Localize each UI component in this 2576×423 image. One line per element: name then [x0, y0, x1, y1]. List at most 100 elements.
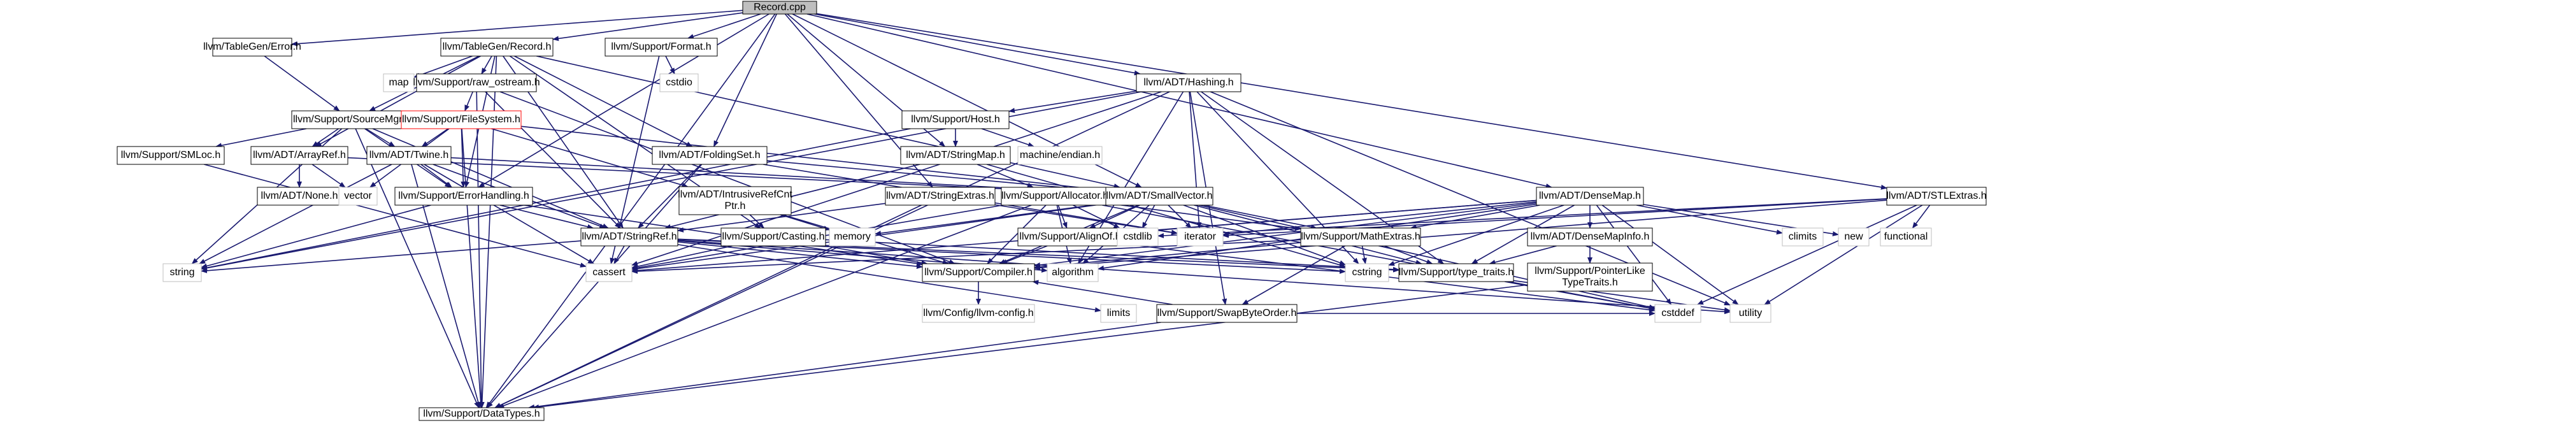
node-label: llvm/Config/llvm-config.h — [923, 308, 1033, 319]
node-iterator[interactable]: iterator — [1177, 227, 1224, 247]
include-edge — [536, 55, 1120, 189]
node-layer: Record.cpp llvm/TableGen/Error.h llvm/Ta… — [117, 1, 1987, 421]
node-label: cstring — [1352, 267, 1382, 278]
node-label: string — [169, 267, 194, 278]
node-stl-extras[interactable]: llvm/ADT/STLExtras.h — [1886, 187, 1987, 206]
node-swap-byte-order[interactable]: llvm/Support/SwapByteOrder.h — [1156, 304, 1298, 323]
include-edge — [552, 12, 743, 41]
node-climits[interactable]: climits — [1782, 227, 1824, 247]
include-edge — [201, 240, 582, 273]
node-casting[interactable]: llvm/Support/Casting.h — [720, 227, 826, 247]
node-cstdio[interactable]: cstdio — [659, 73, 699, 92]
include-edge — [1764, 204, 1923, 305]
node-compiler[interactable]: llvm/Support/Compiler.h — [922, 263, 1035, 282]
node-cstddef[interactable]: cstddef — [1654, 304, 1701, 323]
include-edge — [1089, 204, 1140, 229]
include-edge — [494, 91, 1170, 408]
include-edge — [825, 239, 1399, 272]
node-limits[interactable]: limits — [1100, 304, 1137, 323]
node-llvm-config[interactable]: llvm/Config/llvm-config.h — [922, 304, 1035, 323]
node-source-mgr[interactable]: llvm/Support/SourceMgr.h — [291, 110, 412, 129]
node-string-ref[interactable]: llvm/ADT/StringRef.h — [580, 227, 678, 247]
node-label: llvm/Support/ErrorHandling.h — [398, 190, 529, 201]
include-edge — [528, 322, 1161, 410]
include-edge — [499, 204, 594, 229]
include-edge — [464, 91, 473, 111]
include-edge — [1141, 204, 1156, 229]
include-edge — [631, 245, 733, 269]
node-none[interactable]: llvm/ADT/None.h — [257, 187, 342, 206]
node-record-cpp[interactable]: Record.cpp — [742, 1, 817, 15]
node-new[interactable]: new — [1838, 227, 1870, 247]
node-vector[interactable]: vector — [338, 187, 378, 206]
node-cstring[interactable]: cstring — [1345, 263, 1389, 282]
include-edge — [315, 55, 481, 147]
node-algorithm[interactable]: algorithm — [1047, 263, 1099, 282]
node-math-extras[interactable]: llvm/Support/MathExtras.h — [1300, 227, 1421, 247]
node-support-host[interactable]: llvm/Support/Host.h — [901, 110, 1010, 129]
node-error-handling[interactable]: llvm/Support/ErrorHandling.h — [394, 187, 533, 206]
node-smloc[interactable]: llvm/Support/SMLoc.h — [117, 146, 225, 165]
node-label: llvm/Support/raw_ostream.h — [413, 77, 540, 88]
node-folding-set[interactable]: llvm/ADT/FoldingSet.h — [652, 146, 768, 165]
include-edge — [1384, 245, 1433, 264]
node-label: cstdio — [666, 77, 692, 88]
include-edge — [687, 13, 761, 39]
include-edge — [421, 128, 448, 147]
node-label: llvm/Support/DataTypes.h — [423, 408, 540, 419]
node-label: functional — [1884, 231, 1928, 242]
node-array-ref[interactable]: llvm/ADT/ArrayRef.h — [250, 146, 348, 165]
include-edge — [806, 13, 1552, 189]
node-label: llvm/ADT/SmallVector.h — [1106, 190, 1212, 201]
node-twine[interactable]: llvm/ADT/Twine.h — [366, 146, 452, 165]
include-edge — [816, 13, 1887, 190]
node-tablegen-record[interactable]: llvm/TableGen/Record.h — [440, 38, 554, 57]
node-label: llvm/ADT/None.h — [261, 190, 338, 201]
node-file-system[interactable]: llvm/Support/FileSystem.h — [401, 110, 522, 129]
node-dense-map-info[interactable]: llvm/ADT/DenseMapInfo.h — [1527, 227, 1653, 247]
node-support-format[interactable]: llvm/Support/Format.h — [605, 38, 718, 57]
node-label: llvm/ADT/StringExtras.h — [886, 190, 994, 201]
include-edge — [677, 241, 923, 269]
node-label: limits — [1107, 308, 1130, 319]
include-edge — [977, 164, 1034, 188]
include-edge — [264, 55, 340, 111]
node-label: vector — [344, 190, 372, 201]
node-label: llvm/Support/AlignOf.h — [1019, 231, 1120, 242]
node-dense-map[interactable]: llvm/ADT/DenseMap.h — [1536, 187, 1644, 206]
include-edge — [1203, 204, 1317, 230]
node-tablegen-error[interactable]: llvm/TableGen/Error.h — [203, 38, 301, 57]
node-string-map[interactable]: llvm/ADT/StringMap.h — [900, 146, 1011, 165]
node-cassert[interactable]: cassert — [585, 263, 633, 282]
include-edge — [1157, 198, 1887, 238]
include-edge — [1032, 280, 1173, 305]
node-allocator[interactable]: llvm/Support/Allocator.h — [1001, 187, 1109, 206]
node-utility[interactable]: utility — [1729, 304, 1771, 323]
node-cstdlib[interactable]: cstdlib — [1117, 227, 1159, 247]
node-raw-ostream[interactable]: llvm/Support/raw_ostream.h — [413, 73, 540, 92]
node-functional[interactable]: functional — [1880, 227, 1932, 247]
node-memory[interactable]: memory — [829, 227, 876, 247]
include-edge — [665, 55, 675, 75]
include-edge — [981, 128, 1034, 147]
include-edge — [824, 245, 928, 266]
node-string-extras[interactable]: llvm/ADT/StringExtras.h — [885, 187, 996, 206]
node-label: llvm/Support/MathExtras.h — [1301, 231, 1420, 242]
node-map[interactable]: map — [383, 73, 415, 92]
include-edge — [420, 164, 452, 188]
include-edge — [713, 13, 777, 147]
node-adt-hashing[interactable]: llvm/ADT/Hashing.h — [1136, 73, 1241, 92]
include-edge — [1388, 204, 1564, 266]
node-string[interactable]: string — [162, 263, 202, 282]
node-align-of[interactable]: llvm/Support/AlignOf.h — [1017, 227, 1123, 247]
include-edge — [450, 157, 1106, 196]
node-data-types[interactable]: llvm/Support/DataTypes.h — [419, 407, 545, 421]
include-edge — [479, 55, 497, 408]
node-type-traits[interactable]: llvm/Support/type_traits.h — [1398, 263, 1514, 282]
node-small-vector[interactable]: llvm/ADT/SmallVector.h — [1105, 187, 1213, 206]
include-edge — [1168, 204, 1192, 229]
node-machine-endian[interactable]: machine/endian.h — [1017, 146, 1103, 165]
